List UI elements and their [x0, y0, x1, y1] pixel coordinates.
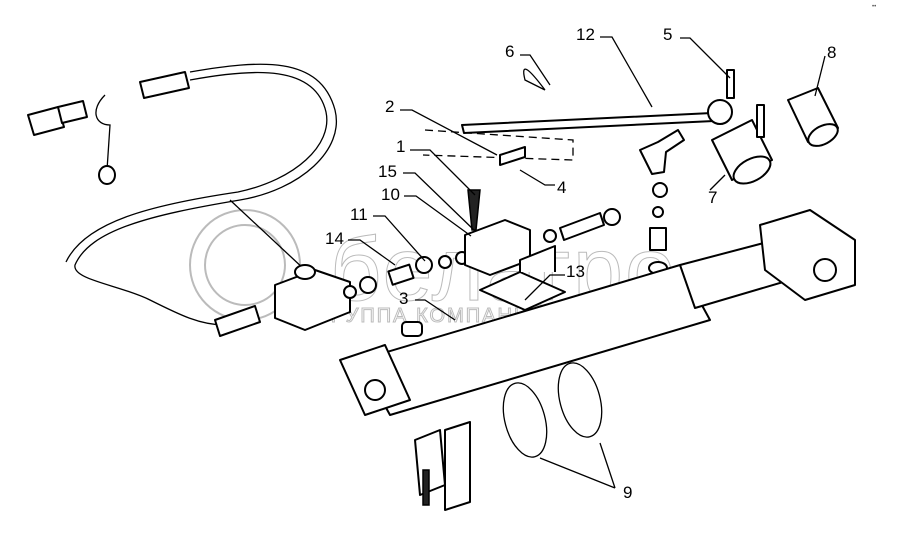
elbow-fitting [639, 129, 685, 275]
callout-2: 2 [385, 97, 394, 116]
valve-block [464, 208, 621, 311]
bracket [414, 421, 471, 511]
fittings [387, 189, 481, 286]
callout-5: 5 [663, 25, 672, 44]
callout-3: 3 [399, 289, 408, 308]
callout-12: 12 [576, 25, 595, 44]
corner-mark: •• [872, 4, 876, 10]
hydraulic-hose [27, 63, 337, 337]
pins [711, 69, 839, 185]
hose-clamps [502, 362, 603, 458]
callout-1: 1 [396, 137, 405, 156]
callout-labels: 1 2 3 4 5 6 7 8 9 10 11 12 13 14 15 [325, 25, 836, 502]
hydraulic-cylinder [339, 209, 856, 416]
callout-15: 15 [378, 162, 397, 181]
callout-8: 8 [827, 43, 836, 62]
callout-7: 7 [708, 188, 717, 207]
callout-4: 4 [557, 178, 566, 197]
callout-6: 6 [505, 42, 514, 61]
lever-rod [422, 68, 733, 166]
callout-9: 9 [623, 483, 632, 502]
callout-11: 11 [350, 205, 368, 224]
callout-10: 10 [381, 185, 400, 204]
callout-13: 13 [566, 262, 585, 281]
callout-14: 14 [325, 229, 344, 248]
leader-lines [348, 36, 826, 489]
ball-valve [229, 199, 377, 331]
